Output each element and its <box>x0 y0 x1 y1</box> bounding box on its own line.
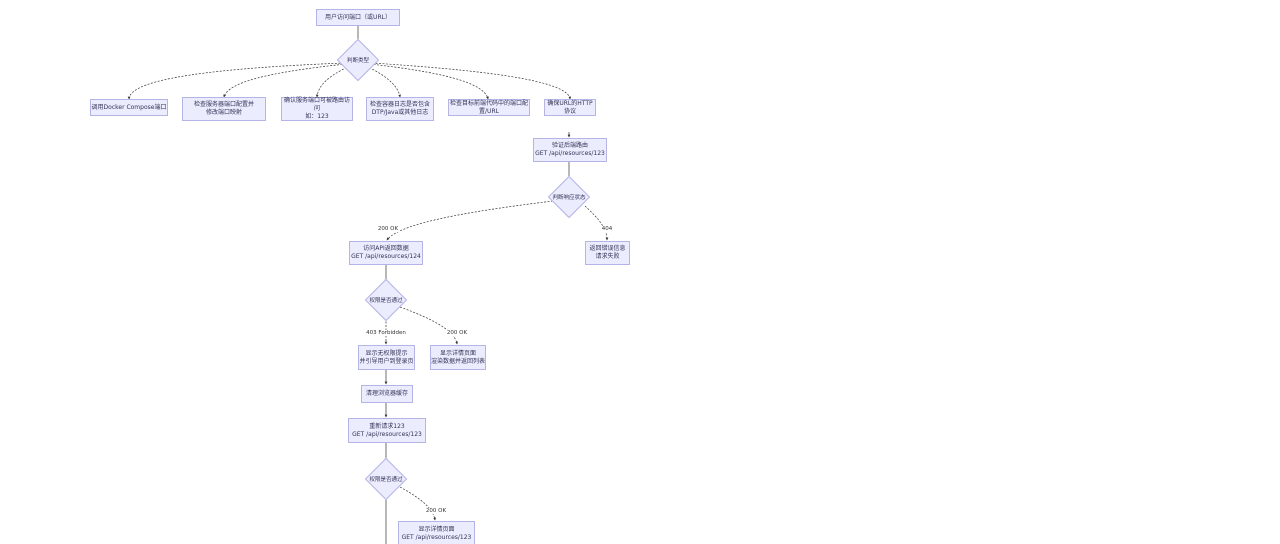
http-protocol-node[interactable]: 确保URL的HTTP协议 <box>544 99 596 116</box>
edge-d1-n4 <box>365 65 401 98</box>
clear-cache-node[interactable]: 清理浏览器缓存 <box>361 385 413 403</box>
edge-label-200-ok-3: 200 OK <box>424 508 448 514</box>
start-node[interactable]: 用户访问端口（或URL） <box>316 9 400 26</box>
edge-label-403-forbidden: 403 Forbidden <box>365 330 407 336</box>
edge-d1-n5 <box>369 63 489 100</box>
edge-d4-n14 <box>399 486 436 521</box>
port-mapping-node[interactable]: 检查服务器端口配置并 修改端口映射 <box>182 97 266 121</box>
edge-d2-n8 <box>386 200 554 241</box>
api-request-node[interactable]: 访问API返回数据 GET /api/resources/124 <box>349 241 423 265</box>
error-node[interactable]: 返回错误信息 请求失败 <box>585 241 630 265</box>
edge-label-200-ok: 200 OK <box>376 226 400 232</box>
detail-page-final-node[interactable]: 显示详情页面 GET /api/resources/123 <box>398 521 475 544</box>
edge-label-404: 404 <box>600 226 614 232</box>
frontend-url-node[interactable]: 检查目标前端代码中的端口配置/URL <box>448 99 530 116</box>
edge-d1-n2 <box>223 63 347 98</box>
backend-route-node[interactable]: 验证后端路由 GET /api/resources/123 <box>533 138 607 162</box>
detail-page-node[interactable]: 显示详情页面 渲染数据并返回列表 <box>430 345 486 370</box>
edge-d3-n11 <box>399 306 459 345</box>
edge-d1-n3 <box>315 65 351 98</box>
container-log-node[interactable]: 检查容器日志是否包含 DTP/Java或其他日志 <box>366 97 434 121</box>
edge-d2-n9 <box>584 205 609 241</box>
no-permission-node[interactable]: 显示无权限提示 并引导用户到登录页 <box>358 345 415 370</box>
docker-compose-port-node[interactable]: 调用Docker Compose端口 <box>90 99 168 116</box>
edge-d1-n1 <box>127 62 345 100</box>
edge-label-200-ok-2: 200 OK <box>445 330 469 336</box>
retry-request-node[interactable]: 重新请求123 GET /api/resources/123 <box>348 418 426 443</box>
routing-port-node[interactable]: 确认服务端口可被路由访问 如：123 <box>281 97 353 121</box>
edge-d1-n6 <box>371 62 572 100</box>
